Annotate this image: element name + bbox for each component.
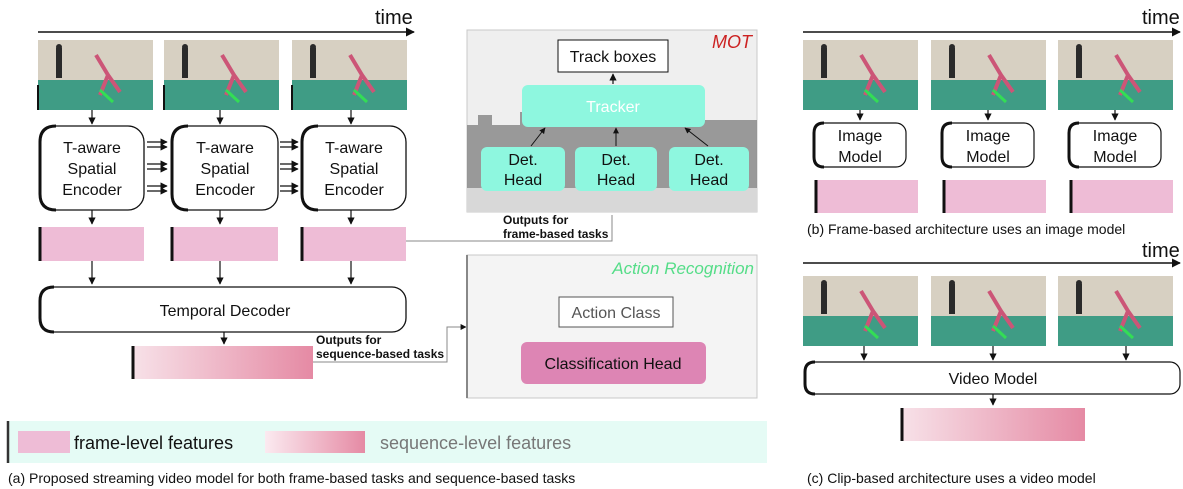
- time-label-a: time: [375, 7, 413, 29]
- video-model-label: Video Model: [949, 371, 1038, 388]
- det-head-line-2: Head: [690, 172, 728, 189]
- input-frames-b: [801, 38, 1175, 112]
- tracker-label: Tracker: [586, 99, 640, 116]
- mot-panel: MOT Track boxes Tracker Det. Head Det. H…: [466, 29, 758, 213]
- input-frames-c: [801, 274, 1175, 348]
- legend-frame-label: frame-level features: [74, 433, 233, 453]
- encoder-1: T-aware Spatial Encoder: [38, 124, 145, 212]
- legend-frame-swatch: [18, 431, 70, 453]
- legend-seq-label: sequence-level features: [380, 433, 571, 453]
- outputs-seq-line-1: Outputs for: [316, 333, 382, 347]
- action-panel: Action Recognition Action Class Classifi…: [466, 254, 758, 399]
- legend-seq-swatch: [265, 431, 365, 453]
- frame-image: [36, 38, 155, 112]
- frame-features-b: [814, 180, 1173, 213]
- video-model: Video Model: [803, 360, 1181, 396]
- frame-image: [801, 274, 920, 348]
- det-head-1: Det. Head: [481, 147, 565, 191]
- outputs-frame-line-1: Outputs for: [503, 213, 569, 227]
- image-model-line-1: Image: [966, 128, 1011, 145]
- classification-head-label: Classification Head: [545, 356, 682, 373]
- encoder-line-2: Spatial: [201, 161, 250, 178]
- encoder-line-1: T-aware: [196, 140, 254, 157]
- caption-a: (a) Proposed streaming video model for b…: [8, 470, 575, 486]
- mot-title: MOT: [712, 32, 754, 52]
- action-title: Action Recognition: [611, 259, 754, 278]
- encoder-line-2: Spatial: [330, 161, 379, 178]
- frame-image: [162, 38, 281, 112]
- track-boxes-label: Track boxes: [570, 49, 657, 66]
- input-frames-a: [36, 38, 409, 112]
- encoder-links: [147, 138, 299, 195]
- frame-image: [290, 38, 409, 112]
- sequence-feature-a: [131, 346, 313, 379]
- encoder-line-1: T-aware: [63, 140, 121, 157]
- det-head-line-2: Head: [597, 172, 635, 189]
- sequence-feature-c: [900, 408, 1085, 441]
- decoder-label: Temporal Decoder: [160, 303, 291, 320]
- caption-c: (c) Clip-based architecture uses a video…: [807, 470, 1096, 486]
- frame-image: [929, 38, 1048, 112]
- classification-head-box: [521, 342, 706, 384]
- caption-b: (b) Frame-based architecture uses an ima…: [807, 221, 1125, 237]
- encoder-line-3: Encoder: [62, 182, 122, 199]
- image-model-3: Image Model: [1067, 121, 1162, 169]
- frame-output-connector: [406, 215, 613, 242]
- image-model-line-2: Model: [1093, 149, 1137, 166]
- encoder-line-3: Encoder: [195, 182, 255, 199]
- action-class-label: Action Class: [572, 305, 661, 322]
- tracker-box: [522, 85, 705, 127]
- image-model-line-2: Model: [966, 149, 1010, 166]
- time-label-c: time: [1142, 240, 1180, 262]
- image-model-line-1: Image: [1093, 128, 1138, 145]
- encoder-3: T-aware Spatial Encoder: [300, 124, 407, 212]
- encoder-2: T-aware Spatial Encoder: [170, 124, 279, 212]
- image-model-line-1: Image: [838, 128, 883, 145]
- det-head-line-1: Det.: [601, 152, 630, 169]
- det-head-3: Det. Head: [669, 147, 749, 191]
- encoder-line-3: Encoder: [324, 182, 384, 199]
- det-head-line-1: Det.: [694, 152, 723, 169]
- encoder-line-2: Spatial: [68, 161, 117, 178]
- frame-image: [801, 38, 920, 112]
- frame-image: [1056, 274, 1175, 348]
- det-head-line-1: Det.: [508, 152, 537, 169]
- sequence-output-connector: [313, 324, 467, 363]
- frame-image: [1056, 38, 1175, 112]
- det-head-line-2: Head: [504, 172, 542, 189]
- outputs-frame-line-2: frame-based tasks: [503, 227, 609, 241]
- time-label-b: time: [1142, 7, 1180, 29]
- legend: frame-level features sequence-level feat…: [6, 421, 767, 463]
- image-model-1: Image Model: [812, 121, 907, 169]
- temporal-decoder: Temporal Decoder: [38, 285, 407, 334]
- frame-image: [929, 274, 1048, 348]
- image-model-line-2: Model: [838, 149, 882, 166]
- encoder-line-1: T-aware: [325, 140, 383, 157]
- det-head-2: Det. Head: [575, 147, 657, 191]
- outputs-seq-line-2: sequence-based tasks: [316, 347, 444, 361]
- image-model-2: Image Model: [940, 121, 1035, 169]
- frame-features-a: [38, 227, 406, 261]
